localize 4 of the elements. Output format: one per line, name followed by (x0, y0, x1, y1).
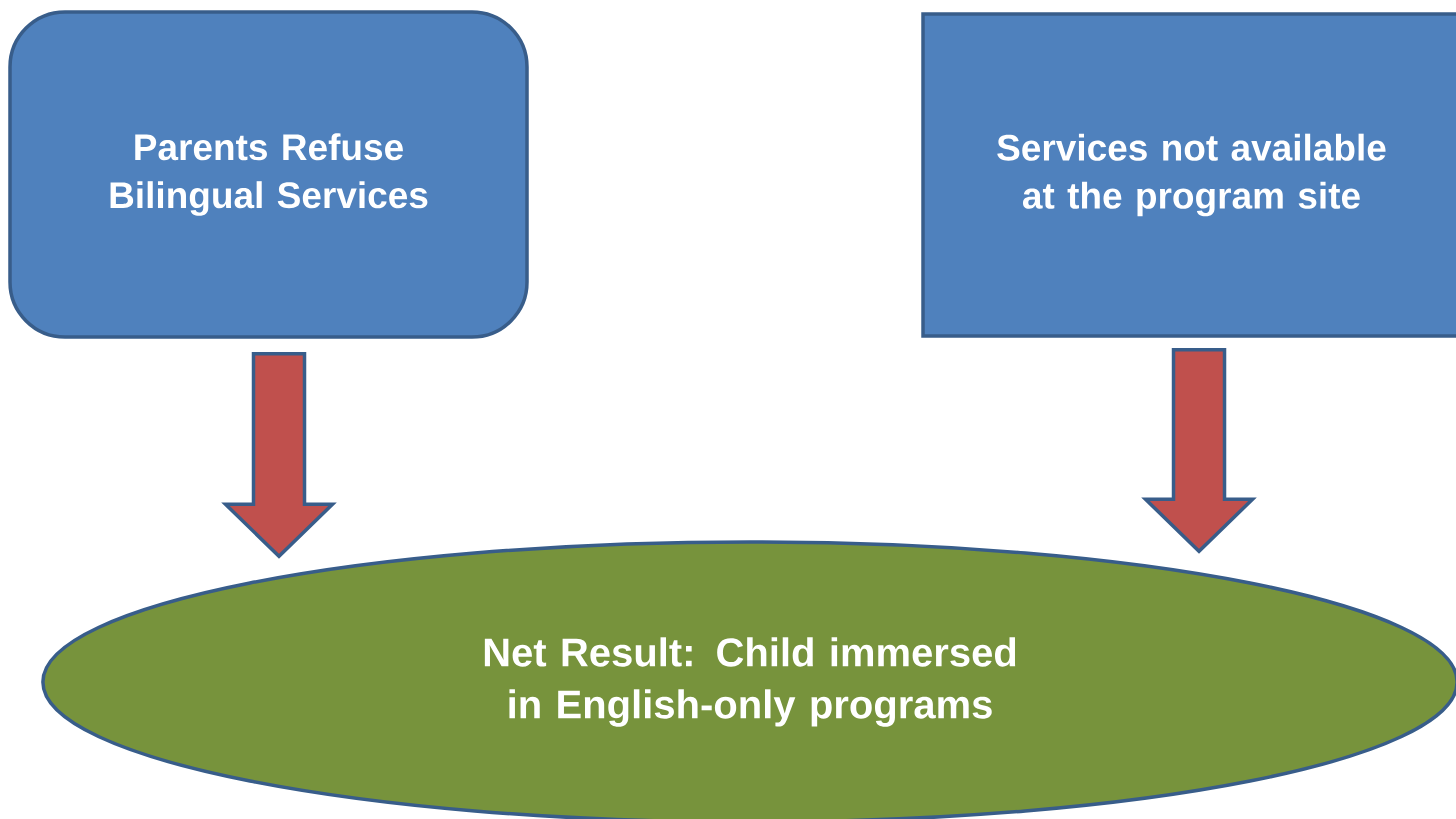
rounded-box: Parents Refuse Bilingual Services (8, 10, 529, 339)
block-arrow (1141, 348, 1257, 554)
block-arrow (221, 352, 337, 559)
process-box: Services not available at the program site (921, 12, 1456, 338)
